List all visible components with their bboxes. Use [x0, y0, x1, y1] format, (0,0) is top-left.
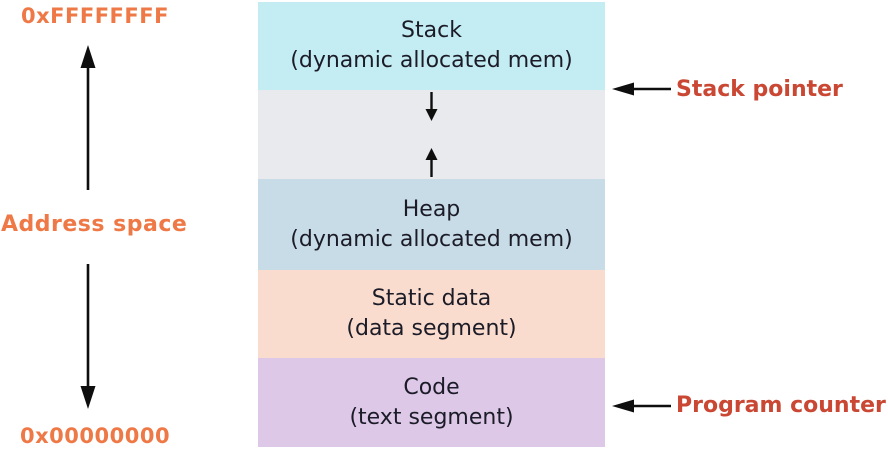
program-counter-arrow-icon [612, 399, 671, 413]
segment-detail: (text segment) [349, 404, 514, 430]
segment-name: Static data [371, 286, 492, 311]
stack-grow-down-arrow-icon [425, 92, 438, 121]
segment-detail: (dynamic allocated mem) [290, 226, 573, 252]
segment-detail: (data segment) [346, 316, 517, 341]
stack-pointer-label: Stack pointer [676, 77, 843, 102]
segment-stack: Stack (dynamic allocated mem) [258, 2, 605, 90]
arrow-up-icon [80, 45, 96, 190]
segment-name: Heap [402, 196, 461, 222]
bottom-address-label: 0x00000000 [20, 424, 171, 448]
segment-detail: (dynamic allocated mem) [290, 48, 573, 73]
segment-free-space [258, 90, 605, 179]
segment-code: Code (text segment) [258, 358, 605, 447]
segment-name: Code [403, 374, 460, 400]
segment-heap: Heap (dynamic allocated mem) [258, 179, 605, 270]
heap-grow-up-arrow-icon [425, 148, 438, 177]
segment-static-data: Static data (data segment) [258, 270, 605, 358]
program-counter-label: Program counter [676, 393, 886, 418]
memory-column: Stack (dynamic allocated mem) Heap (dyna… [258, 2, 605, 447]
address-space-label: Address space [1, 212, 188, 237]
top-address-label: 0xFFFFFFFF [21, 4, 169, 28]
arrow-down-icon [80, 264, 96, 409]
segment-name: Stack [401, 18, 462, 43]
stack-pointer-arrow-icon [612, 82, 671, 96]
